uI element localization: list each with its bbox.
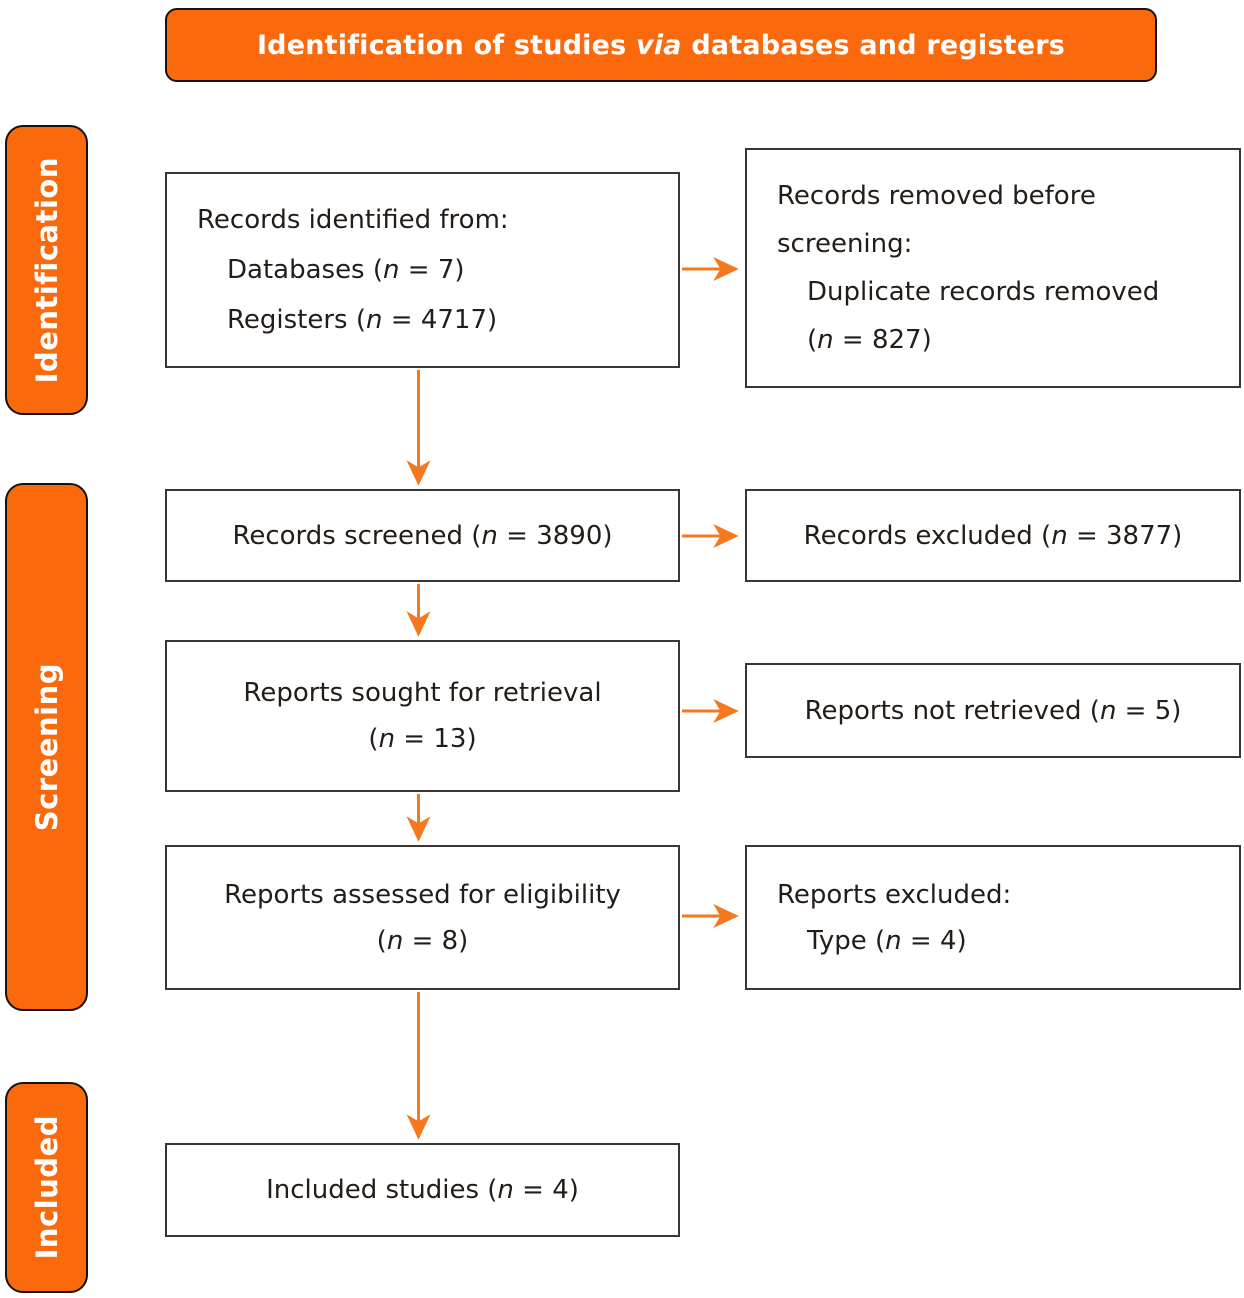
stage-label-included-text: Included: [29, 1115, 64, 1260]
diagram-title: Identification of studies via databases …: [256, 29, 1066, 61]
stage-label-identification: Identification: [5, 125, 88, 415]
box-reports-not-retrieved: Reports not retrieved (n = 5): [745, 663, 1241, 758]
stage-label-screening-text: Screening: [29, 662, 64, 832]
box-records-screened: Records screened (n = 3890): [165, 489, 680, 582]
stage-label-screening: Screening: [5, 483, 88, 1011]
stage-label-identification-text: Identification: [29, 156, 64, 384]
box-records-identified: Records identified from:Databases (n = 7…: [165, 172, 680, 368]
box-reports-sought: Reports sought for retrieval(n = 13): [165, 640, 680, 792]
box-included-studies: Included studies (n = 4): [165, 1143, 680, 1237]
box-reports-excluded: Reports excluded:Type (n = 4): [745, 845, 1241, 990]
stage-label-included: Included: [5, 1082, 88, 1293]
box-records-excluded: Records excluded (n = 3877): [745, 489, 1241, 582]
diagram-title-banner: Identification of studies via databases …: [165, 8, 1157, 82]
box-reports-assessed: Reports assessed for eligibility(n = 8): [165, 845, 680, 990]
